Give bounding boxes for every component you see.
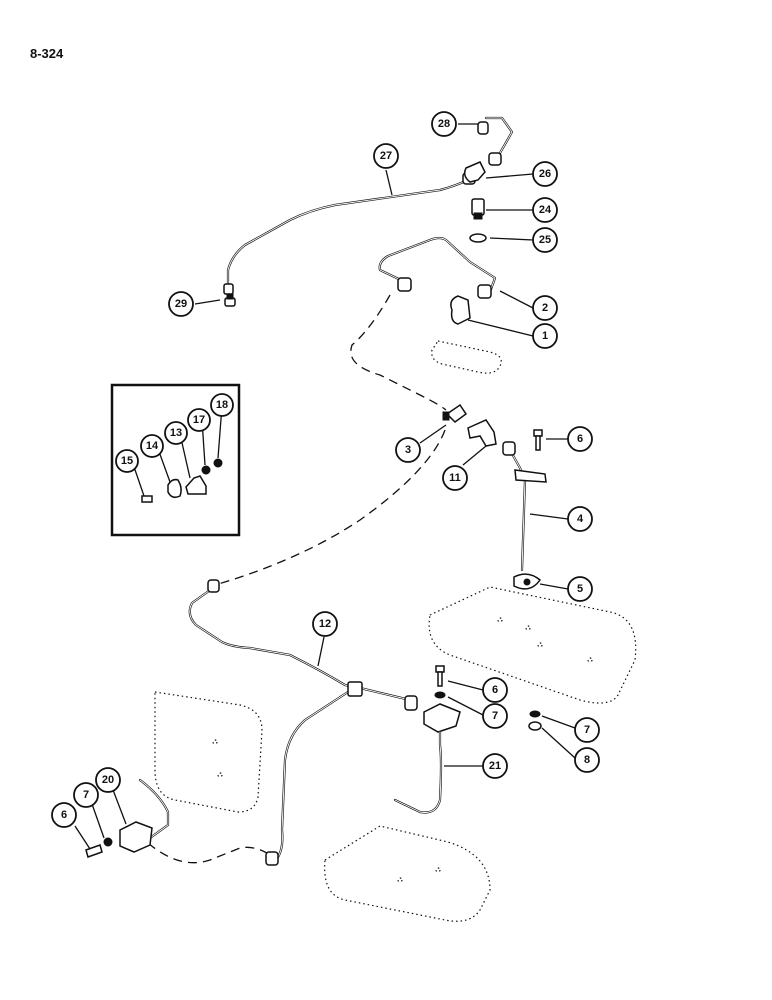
svg-text:2: 2: [542, 302, 548, 314]
callout-27: 27: [373, 143, 399, 169]
svg-text:6: 6: [61, 809, 67, 821]
svg-text:27: 27: [380, 150, 392, 162]
dashed-route-lines: [147, 294, 447, 864]
block-20: [85, 778, 170, 858]
svg-text:12: 12: [319, 618, 331, 630]
callout-1: 1: [532, 323, 558, 349]
callout-2: 2: [532, 295, 558, 321]
callout-28: 28: [431, 111, 457, 137]
callout-14: 14: [140, 434, 164, 458]
callout-7-right: 7: [574, 717, 600, 743]
callout-6-middle: 6: [482, 677, 508, 703]
svg-text:7: 7: [492, 710, 498, 722]
svg-text:15: 15: [121, 455, 133, 467]
dotted-cover-plates: [154, 340, 637, 922]
svg-text:7: 7: [584, 724, 590, 736]
callout-21: 21: [482, 753, 508, 779]
svg-text:5: 5: [577, 583, 583, 595]
callout-18: 18: [210, 393, 234, 417]
callout-6-upper: 6: [567, 426, 593, 452]
callout-24: 24: [532, 197, 558, 223]
callout-17: 17: [187, 408, 211, 432]
callout-4: 4: [567, 506, 593, 532]
svg-text:1: 1: [542, 330, 548, 342]
bolt-6-upper: [533, 429, 543, 451]
leader-lines: [74, 123, 576, 850]
callout-8: 8: [574, 747, 600, 773]
callout-11: 11: [442, 465, 468, 491]
svg-text:6: 6: [577, 433, 583, 445]
pipe-12: [188, 579, 418, 866]
callout-7-lower: 7: [73, 782, 99, 808]
svg-text:3: 3: [405, 444, 411, 456]
svg-text:25: 25: [539, 234, 551, 246]
callout-29: 29: [168, 291, 194, 317]
pipe-27: [223, 172, 476, 295]
page-number: 8-324: [30, 46, 64, 61]
svg-text:21: 21: [489, 760, 501, 772]
callout-20: 20: [95, 767, 121, 793]
svg-text:18: 18: [216, 399, 228, 411]
svg-text:14: 14: [146, 440, 159, 452]
svg-text:28: 28: [438, 118, 450, 130]
callout-12: 12: [312, 611, 338, 637]
svg-text:6: 6: [492, 684, 498, 696]
svg-text:11: 11: [449, 472, 461, 484]
callout-13: 13: [164, 421, 188, 445]
callout-6-lower: 6: [51, 802, 77, 828]
svg-text:8: 8: [584, 754, 590, 766]
fittings-middle: [442, 403, 497, 447]
inset-detail-box: [110, 383, 241, 537]
svg-text:13: 13: [170, 427, 182, 439]
pipe-4: [502, 441, 547, 590]
svg-text:29: 29: [175, 298, 187, 310]
svg-text:20: 20: [102, 774, 114, 786]
pipe-2: [378, 236, 497, 325]
svg-text:4: 4: [577, 513, 584, 525]
svg-text:17: 17: [193, 414, 205, 426]
svg-text:7: 7: [83, 789, 89, 801]
pipe-28: [477, 116, 514, 166]
block-21: [393, 665, 542, 814]
callout-26: 26: [532, 161, 558, 187]
fittings-upper: [224, 161, 487, 307]
callout-5: 5: [567, 576, 593, 602]
svg-text:26: 26: [539, 168, 551, 180]
svg-text:24: 24: [539, 204, 552, 216]
callout-25: 25: [532, 227, 558, 253]
callout-7-middle: 7: [482, 703, 508, 729]
callout-3: 3: [395, 437, 421, 463]
callout-15: 15: [115, 449, 139, 473]
